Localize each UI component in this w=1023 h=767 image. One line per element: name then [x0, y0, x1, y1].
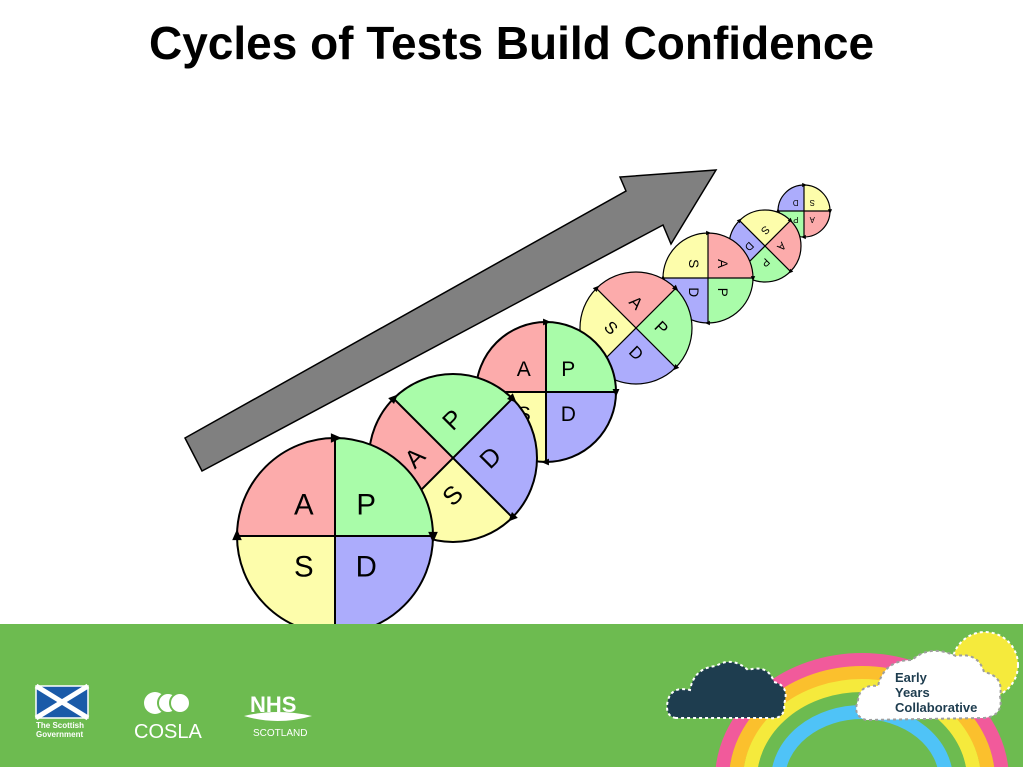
quadrant-act [708, 233, 753, 278]
cycle-arrowhead [802, 182, 807, 188]
divider-line [739, 220, 791, 272]
saltire-flag-icon [34, 683, 90, 721]
scottish-government-logo: The Scottish Government [34, 683, 90, 739]
quadrant-label-do: D [561, 403, 576, 426]
cycle-arrowhead [388, 394, 398, 405]
early-years-line2: Years [895, 685, 930, 700]
early-years-line1: Early [895, 670, 928, 685]
cycle-arrowhead [672, 363, 680, 371]
quadrant-do [596, 328, 676, 384]
quadrant-act [596, 272, 676, 328]
early-years-line3: Collaborative [895, 700, 977, 715]
cycle-arrowhead [541, 458, 549, 466]
quadrant-plan [636, 288, 692, 368]
cycle-arrowhead [750, 276, 756, 282]
cycle-arrowhead [736, 218, 742, 224]
quadrant-plan [335, 438, 433, 536]
quadrant-label-plan: P [715, 288, 730, 297]
quadrant-label-study: S [810, 198, 815, 207]
pdsa-cycles: APDSAPDSAPDSAPDSAPDSAPDSAPDS [232, 182, 833, 639]
rainbow-cloud-icon [666, 631, 1019, 767]
cycle-arrowhead [508, 511, 518, 522]
quadrant-label-act: A [294, 488, 314, 521]
quadrant-act [804, 211, 830, 237]
pdsa-cycle: A PD S [775, 182, 833, 240]
cycle-arrowhead [671, 284, 679, 292]
pdsa-cycle: A PD S [232, 433, 438, 639]
white-cloud [855, 649, 1002, 722]
cycle-arrowhead [827, 209, 833, 214]
quadrant-label-plan: P [561, 358, 575, 381]
cycle-arrowhead [706, 230, 712, 236]
quadrant-do [546, 392, 616, 462]
divider-line [595, 287, 677, 369]
quadrant-label-study: S [294, 551, 314, 584]
quadrant-plan [708, 278, 753, 323]
cycle-arrowhead [704, 320, 710, 326]
quadrant-act [765, 220, 802, 272]
quadrant-label-act: A [809, 215, 815, 224]
early-years-collaborative-logo: Early Years Collaborative [666, 631, 1019, 767]
quadrant-study [237, 536, 335, 634]
quadrant-label-study: S [686, 259, 701, 268]
quadrant-label-do: D [793, 198, 799, 207]
cycle-arrowhead [801, 234, 806, 240]
quadrant-act [476, 322, 546, 392]
cycle-arrowhead [612, 389, 620, 397]
cycle-arrowhead [428, 531, 438, 543]
nhs-sublabel: SCOTLAND [253, 728, 307, 739]
cycle-arrowhead [506, 393, 517, 403]
cycle-outline [579, 271, 693, 385]
nhs-scotland-logo: NHS SCOTLAND [244, 692, 312, 739]
cycle-arrowhead [330, 433, 342, 443]
cycle-arrowhead [543, 318, 551, 326]
quadrant-act [237, 438, 335, 536]
cycle-arrowhead [592, 285, 600, 293]
nhs-swoosh-icon [244, 712, 312, 721]
slide-title: Cycles of Tests Build Confidence [148, 17, 875, 69]
quadrant-label-do: D [686, 287, 701, 297]
quadrant-label-do: D [356, 551, 377, 584]
quadrant-study [663, 233, 708, 278]
quadrant-label-act: A [715, 259, 730, 268]
dark-cloud [666, 660, 787, 720]
quadrant-plan [393, 373, 513, 458]
cosla-label: COSLA [134, 721, 202, 743]
cosla-logo: COSLA [134, 692, 202, 743]
quadrant-study [739, 209, 791, 246]
divider-line [392, 397, 514, 519]
cosla-circles-icon [144, 692, 191, 714]
scottish-government-line2: Government [36, 730, 83, 739]
cycle-arrowhead [232, 529, 242, 541]
cycle-arrowhead [787, 217, 793, 223]
scottish-government-line1: The Scottish [36, 721, 84, 730]
cycle-arrowhead [788, 268, 794, 274]
quadrant-do [778, 185, 804, 211]
quadrant-do [453, 398, 538, 518]
quadrant-plan [546, 322, 616, 392]
quadrant-label-plan: P [793, 215, 798, 224]
progress-arrow [184, 169, 718, 473]
quadrant-label-plan: P [356, 488, 376, 521]
quadrant-study [804, 185, 830, 211]
quadrant-do [335, 536, 433, 634]
quadrant-label-act: A [517, 358, 531, 381]
